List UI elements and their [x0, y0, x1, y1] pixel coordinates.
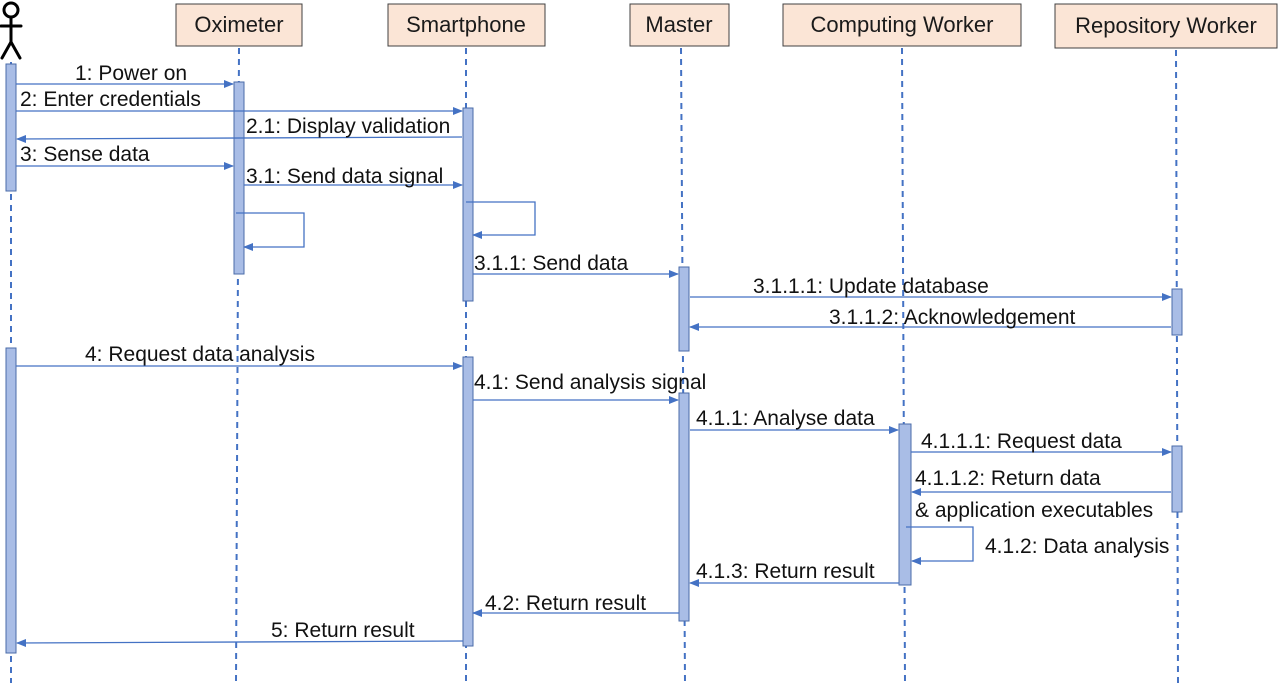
activation-master-1	[678, 266, 690, 352]
message-4-1-1-1: 4.1.1.1: Request data	[911, 430, 1172, 456]
message-3: 3: Sense data	[16, 143, 234, 170]
participant-repository-worker: Repository Worker	[1054, 3, 1278, 49]
activation-user-1	[5, 63, 17, 192]
message-2-label: 2: Enter credentials	[20, 88, 201, 111]
message-4: 4: Request data analysis	[16, 343, 463, 370]
participant-oximeter-label: Oximeter	[194, 12, 283, 37]
activation-repository-worker-1	[1171, 288, 1183, 336]
activation-user-2	[5, 347, 17, 654]
message-3-1-label: 3.1: Send data signal	[246, 165, 443, 188]
message-4-1-2-label: 4.1.2: Data analysis	[985, 535, 1169, 558]
participant-smartphone-label: Smartphone	[406, 12, 526, 37]
participant-master: Master	[629, 3, 730, 47]
message-3-1-1-1-label: 3.1.1.1: Update database	[753, 275, 989, 298]
activation-repository-worker-2	[1171, 445, 1183, 513]
message-4-1-3-label: 4.1.3: Return result	[696, 560, 875, 583]
message-2-1: 2.1: Display validation	[16, 115, 463, 143]
message-1: 1: Power on	[16, 62, 234, 88]
message-3-1-1-2-label: 3.1.1.2: Acknowledgement	[829, 306, 1075, 329]
participant-oximeter: Oximeter	[175, 3, 303, 47]
activation-smartphone-1	[462, 107, 474, 302]
message-3-1-1-1: 3.1.1.1: Update database	[690, 275, 1172, 301]
participant-computing-worker-label: Computing Worker	[811, 12, 994, 37]
self-message-smartphone	[466, 201, 536, 239]
message-4-1-1-label: 4.1.1: Analyse data	[696, 407, 875, 430]
self-message-computing-worker: 4.1.2: Data analysis	[906, 526, 1169, 565]
message-2-1-label: 2.1: Display validation	[246, 115, 450, 138]
message-2: 2: Enter credentials	[16, 88, 463, 115]
message-4-1: 4.1: Send analysis signal	[473, 371, 706, 404]
message-3-label: 3: Sense data	[20, 143, 150, 166]
message-4-1-1-2-label-line2: & application executables	[915, 499, 1153, 522]
user-actor-icon	[0, 1, 23, 60]
lifeline-oximeter	[235, 47, 240, 683]
participant-computing-worker: Computing Worker	[782, 3, 1022, 47]
message-4-1-1-1-label: 4.1.1.1: Request data	[921, 430, 1122, 453]
message-4-2-label: 4.2: Return result	[485, 592, 646, 615]
message-5-label: 5: Return result	[271, 619, 415, 642]
participant-repository-worker-label: Repository Worker	[1075, 13, 1257, 38]
lifeline-repository-worker	[1175, 49, 1179, 683]
message-1-label: 1: Power on	[75, 62, 187, 85]
message-3-1: 3.1: Send data signal	[244, 165, 463, 189]
self-message-oximeter	[236, 212, 305, 251]
activation-computing-worker	[898, 423, 912, 586]
message-4-1-1-2-label-line1: 4.1.1.2: Return data	[915, 467, 1101, 490]
participant-master-label: Master	[645, 12, 712, 37]
message-3-1-1: 3.1.1: Send data	[473, 252, 679, 278]
activation-oximeter	[233, 81, 245, 275]
message-3-1-1-2: 3.1.1.2: Acknowledgement	[689, 306, 1171, 331]
participant-smartphone: Smartphone	[387, 3, 546, 47]
message-4-label: 4: Request data analysis	[85, 343, 315, 366]
lifeline-computing-worker	[901, 47, 906, 683]
message-4-1-1-2: 4.1.1.2: Return data & application execu…	[911, 467, 1171, 522]
activation-master-2	[678, 392, 690, 622]
message-4-1-3: 4.1.3: Return result	[689, 560, 899, 587]
message-3-1-1-label: 3.1.1: Send data	[474, 252, 628, 275]
message-4-2: 4.2: Return result	[472, 592, 679, 617]
message-5: 5: Return result	[16, 619, 464, 647]
message-4-1-label: 4.1: Send analysis signal	[474, 371, 706, 394]
message-4-1-1: 4.1.1: Analyse data	[690, 407, 899, 434]
activation-smartphone-2	[462, 356, 474, 647]
